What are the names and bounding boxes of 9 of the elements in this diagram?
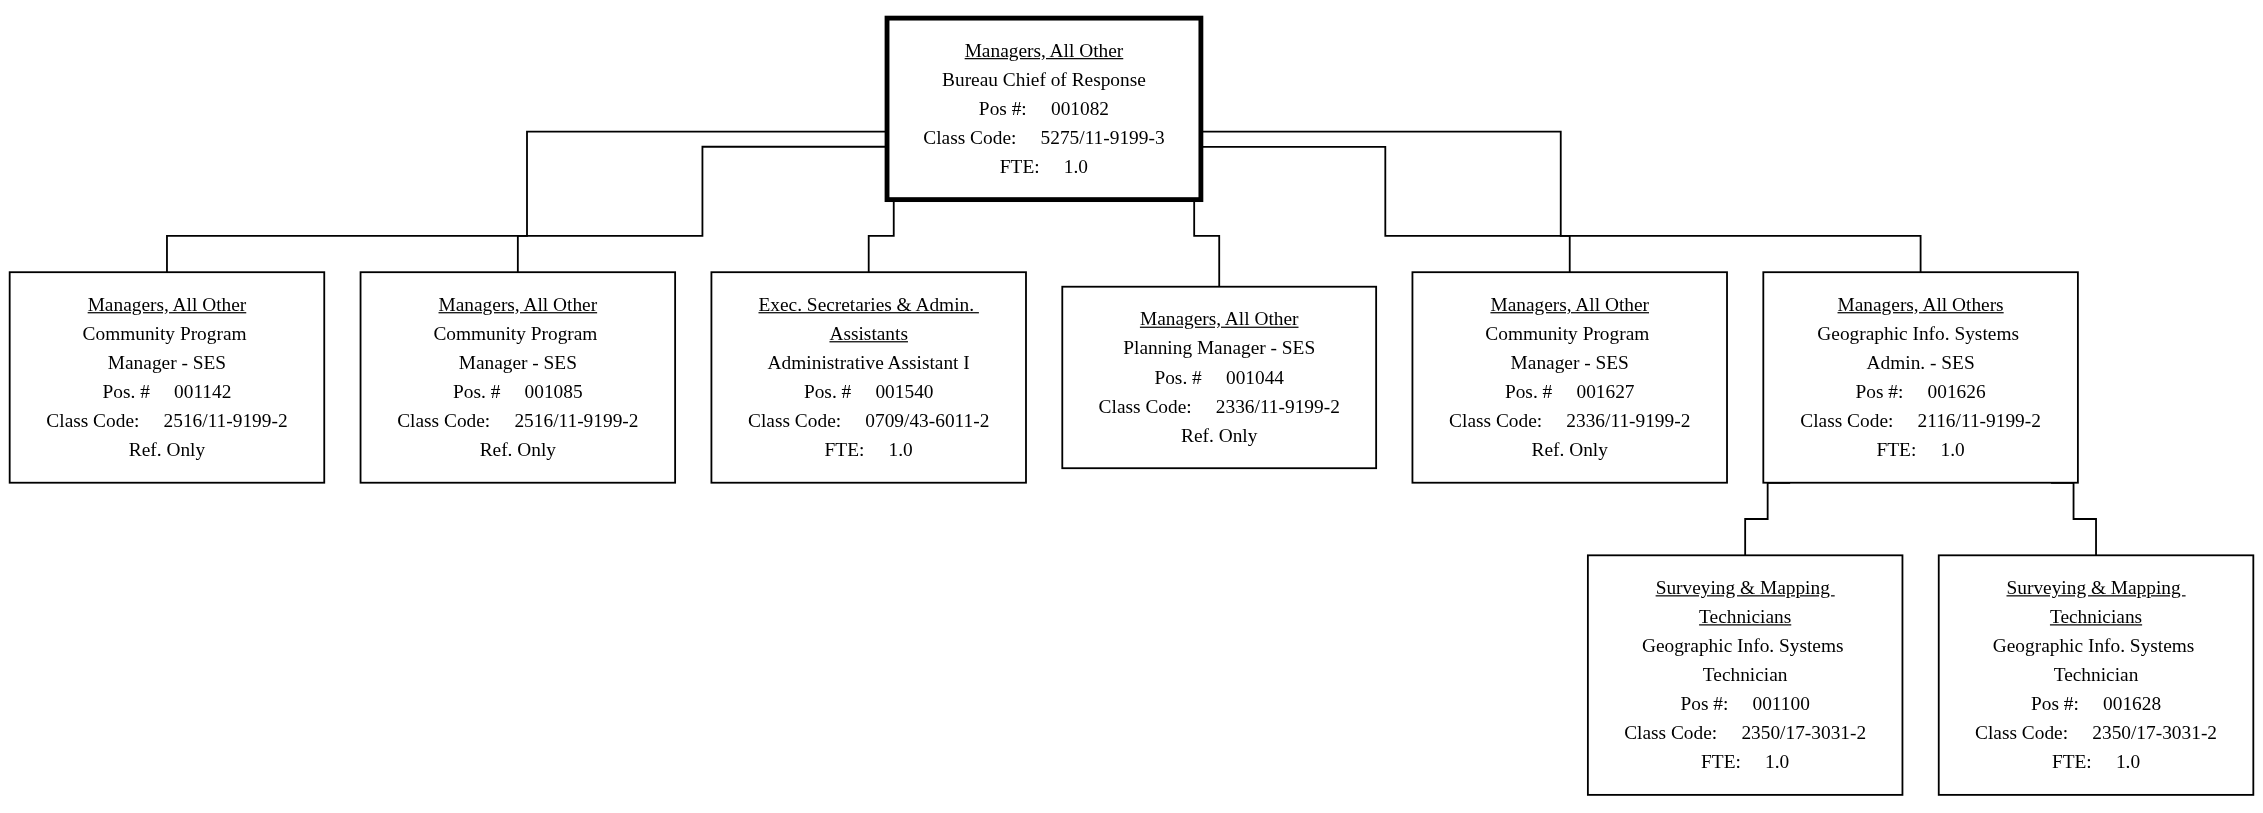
node-box: Managers, All Other Planning Manager - SES Pos. # 001044 Class Code: 2336/11-9199-2 Ref. Only — [1061, 285, 1378, 470]
node-box: Managers, All Other Community Program Manager - SES Pos. # 001085 Class Code: 2516/11-9199-2 Ref. Only — [359, 271, 677, 484]
node-box: Surveying & Mapping Technicians Geographic Info. Systems Technician Pos #: 001628 Class Code: 2350/17-3031-2 FTE: 1.0 — [1937, 554, 2255, 796]
node-box: Managers, All Other Community Program Manager - SES Pos. # 001142 Class Code: 2516/11-9199-2 Ref. Only — [8, 271, 326, 484]
node-box: Managers, All Other Community Program Manager - SES Pos. # 001627 Class Code: 2336/11-9199-2 Ref. Only — [1411, 271, 1728, 484]
node-box: Exec. Secretaries & Admin. Assistants Administrative Assistant I Pos. # 001540 Class Code: 0709/43-6011-2 FTE: 1.0 — [710, 271, 1027, 484]
node-box: Surveying & Mapping Technicians Geographic Info. Systems Technician Pos #: 001100 Class Code: 2350/17-3031-2 FTE: 1.0 — [1586, 554, 1904, 796]
node-box: Managers, All Others Geographic Info. Systems Admin. - SES Pos #: 001626 Class Code: 2116/11-9199-2 FTE: 1.0 — [1762, 271, 2079, 484]
node-box: Managers, All Other Bureau Chief of Response Pos #: 001082 Class Code: 5275/11-9199-3 FTE: 1.0 — [884, 15, 1204, 203]
